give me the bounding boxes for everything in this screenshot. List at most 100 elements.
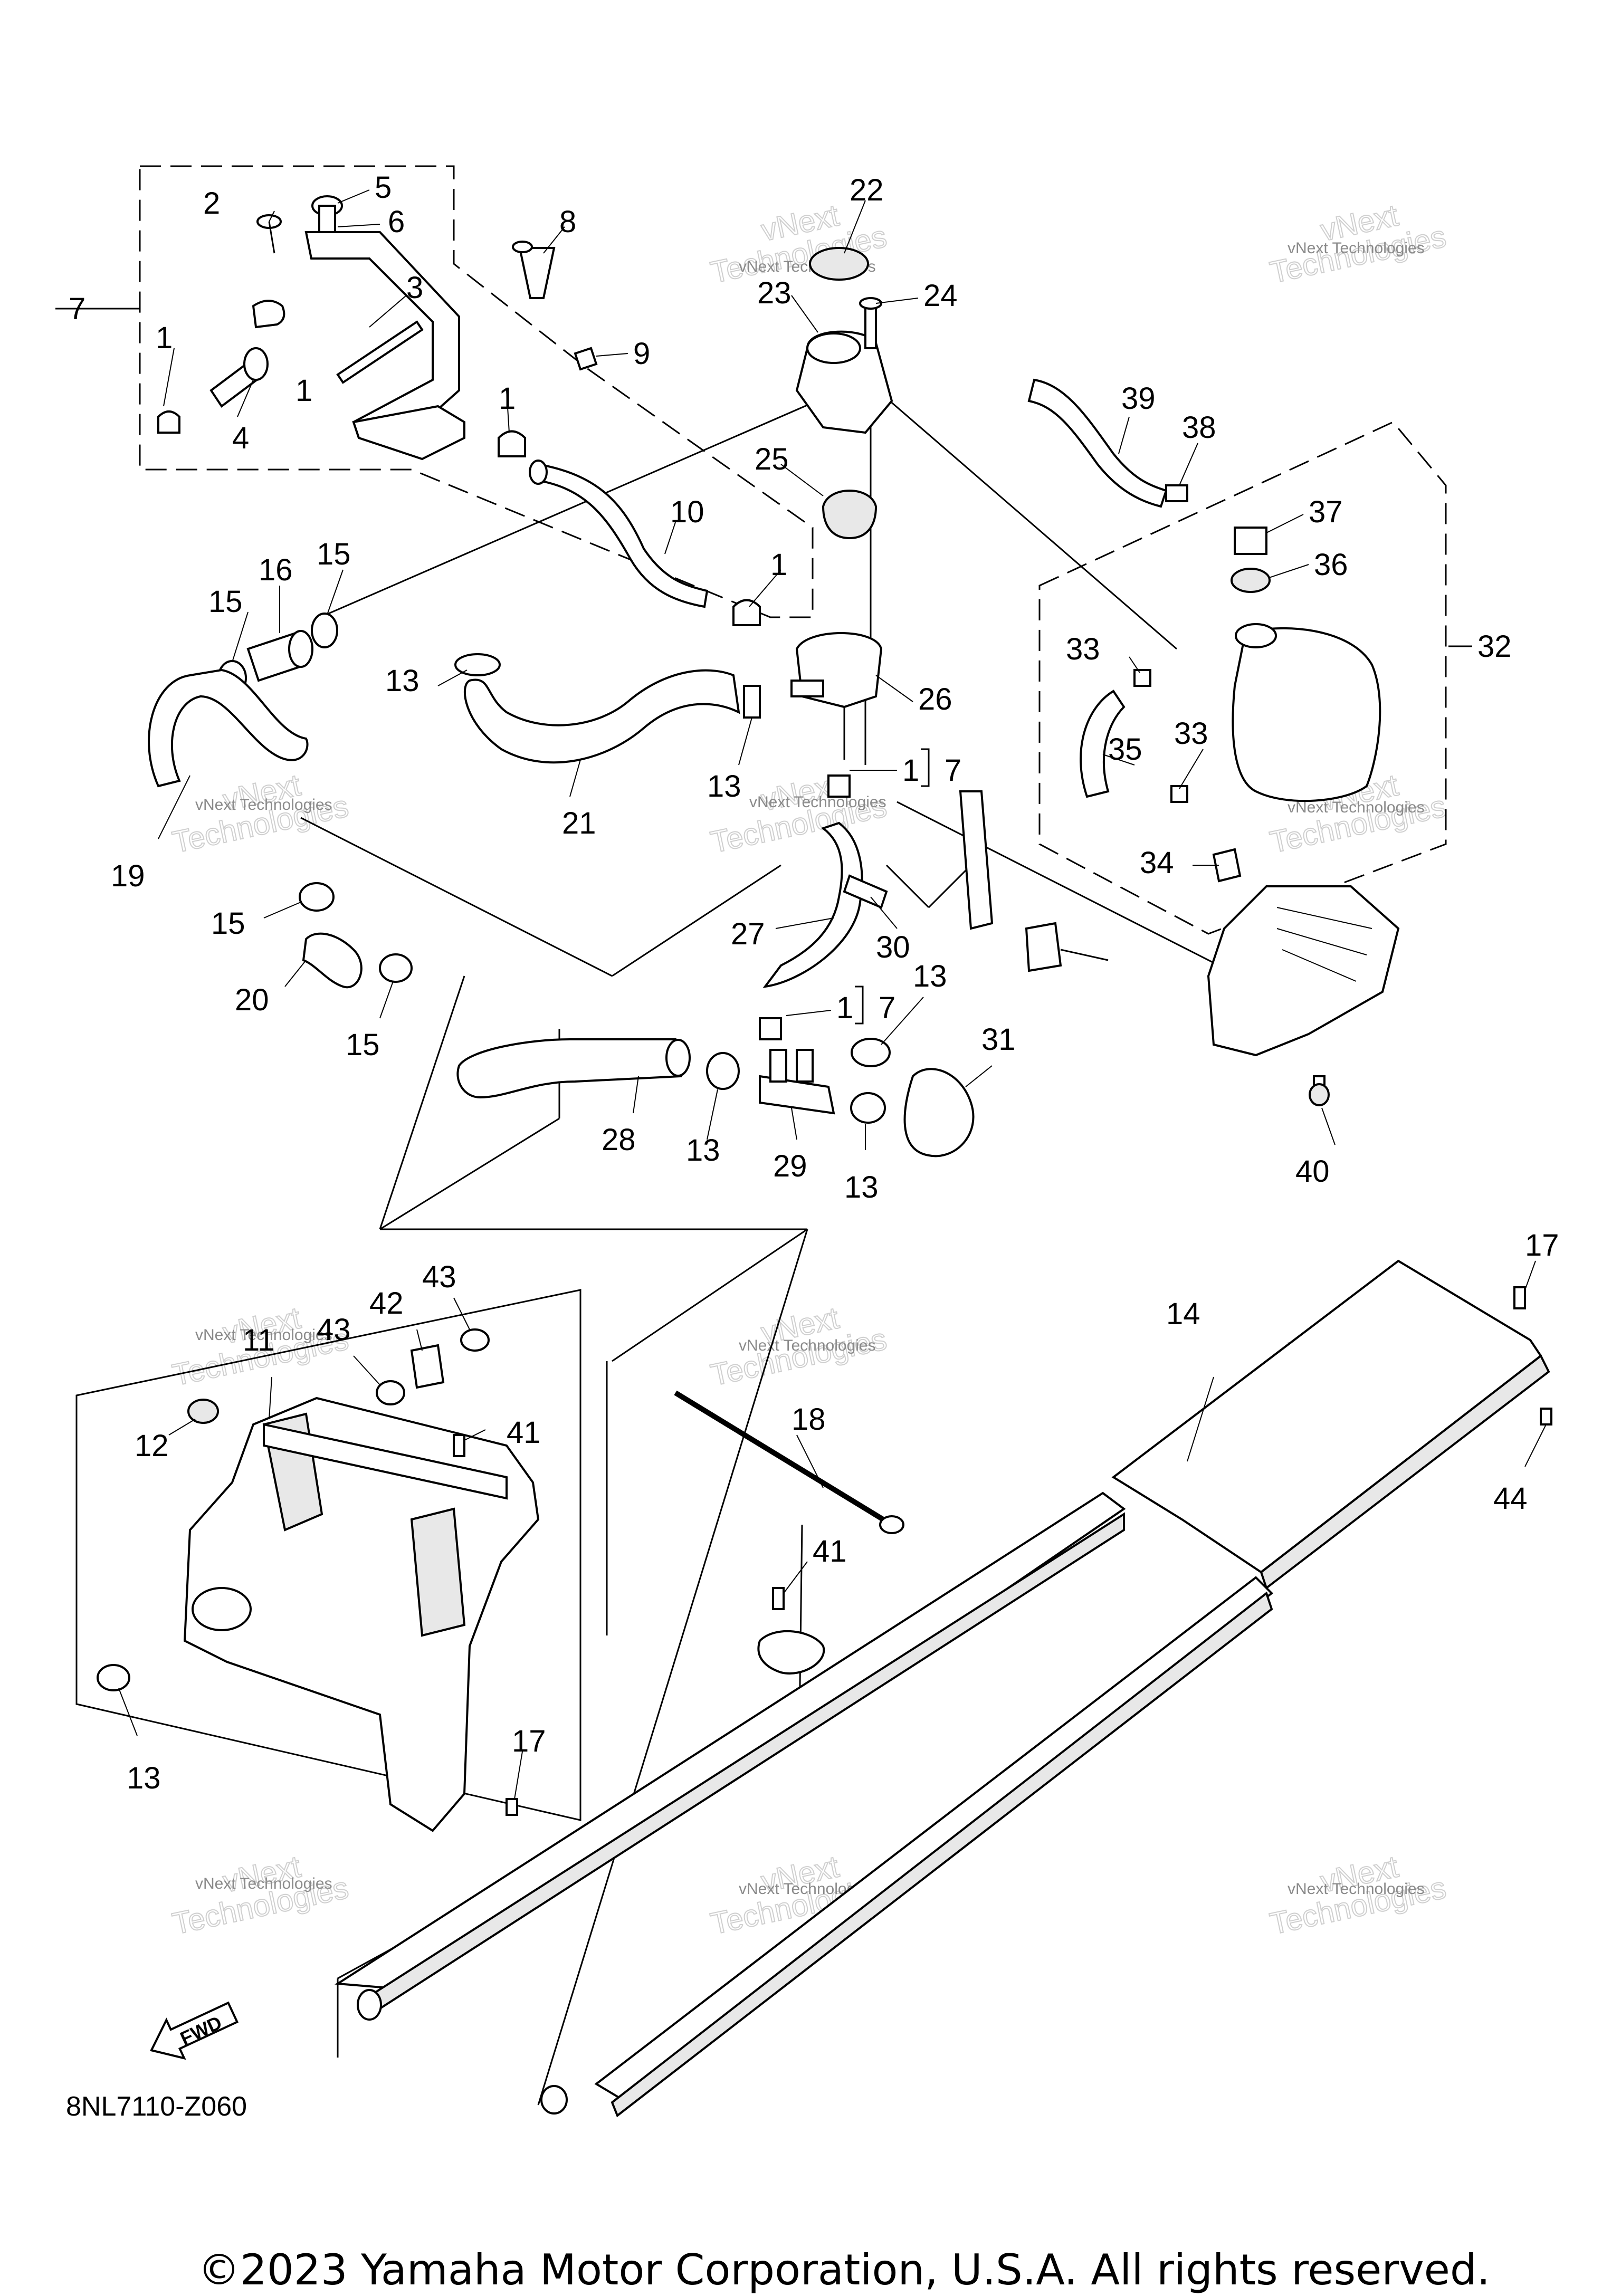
group-boxes [75,165,1447,1821]
part-9-nut [574,347,598,371]
part-18-rod [674,1390,893,1527]
callout-31: 31 [981,1022,1016,1057]
callout-21: 21 [562,806,596,840]
part-8-bolt [518,247,556,299]
callout-15: 15 [346,1028,380,1062]
part-11-radiator-upright [410,1507,466,1637]
copyright-notice: ©2023 Yamaha Motor Corporation, U.S.A. A… [198,2245,1490,2294]
callout-36: 36 [1314,548,1348,582]
part-10-hose-end [529,460,548,485]
callout-27: 27 [731,917,765,951]
callout-16: 16 [259,553,293,587]
part-27-hose [762,821,863,988]
callout-1: 1 [499,381,516,416]
fwd-arrow: FWD [150,2001,239,2060]
part-13-clamp [97,1664,130,1691]
part-25-thermostat [822,490,878,540]
part-23-neck [806,332,861,364]
group-box-32 [1038,421,1447,935]
callout-1: 1 [295,374,312,408]
part-1-clamp [498,430,526,457]
ref-group-ref: 7 [945,753,961,788]
part-16-hose-end [288,630,313,668]
callout-43: 43 [422,1260,456,1294]
part-bracket [1025,922,1062,972]
callout-44: 44 [1493,1481,1528,1516]
callout-28: 28 [602,1123,636,1157]
part-22-cap [809,247,869,281]
part-fender-guard [1207,885,1400,1057]
part-15-clamp [299,882,335,912]
callout-18: 18 [792,1402,826,1437]
part-29-joint [759,1075,835,1115]
part-15-clamp [379,953,413,983]
callout-24: 24 [923,279,958,313]
part-17-rivet [1513,1286,1526,1309]
callout-15: 15 [208,585,243,619]
watermark-text: vNext Technologies [195,1326,332,1344]
part-5-bolt-shank [318,205,336,233]
part-38-clamp [1165,484,1188,502]
part-cap-base [352,405,465,461]
part-13-clamp [706,1052,740,1090]
part-vertical-frame [959,790,994,930]
callout-35: 35 [1108,732,1142,767]
part-19-hose [148,668,309,788]
callout-leaders [118,189,1547,1800]
callouts: 1 1 1 1 2 3 4 5 6 7 8 9 10 11 12 13 13 1… [69,170,1559,1795]
callout-40: 40 [1295,1154,1330,1189]
part-33-clamp [1133,669,1151,687]
part-4-hose-end [243,347,269,381]
callout-8: 8 [559,205,576,239]
part-11-outlet [192,1587,252,1631]
leader-line [612,1228,808,1362]
watermark-text: vNext Technologies [749,793,886,811]
part-1-clamp [827,774,851,798]
group-box-11 [75,1289,581,1821]
callout-29: 29 [773,1149,807,1183]
callout-42: 42 [369,1286,404,1321]
diagram-code: 8NL7110-Z060 [66,2091,247,2122]
callout-5: 5 [375,170,392,205]
part-35-hose [1080,690,1126,798]
part-36-cap [1231,568,1271,593]
part-24-bolt-head [859,297,882,310]
callout-10: 10 [670,495,704,529]
part-8-bolt-head [512,241,533,253]
watermark-text: vNext Technologies [195,796,332,814]
part-11-radiator-frame [183,1396,540,1832]
callout-1: 1 [156,321,173,355]
part-14-outlet [357,1989,382,2021]
callout-20: 20 [235,983,269,1017]
part-3-gasket [336,320,424,384]
part-29-joint-stub [769,1049,787,1083]
callout-2: 2 [203,186,220,221]
part-13-clamp [743,685,761,719]
ref-group: 1 7 [786,986,895,1025]
callout-13: 13 [913,959,947,993]
callout-19: 19 [111,859,145,893]
part-33-clamp [1170,785,1188,803]
part-17-rivet [506,1798,518,1816]
part-34-bracket [1212,848,1242,883]
part-10-hose [534,463,709,608]
part-37-fitting [1234,527,1267,555]
callout-37: 37 [1309,495,1343,529]
part-42-hose [410,1344,445,1389]
callout-13: 13 [844,1170,879,1204]
part-20-hose [302,932,363,989]
callout-6: 6 [388,205,405,239]
part-28-hose [456,1038,682,1099]
callout-12: 12 [135,1429,169,1463]
part-14-heat-exchanger-lower [594,1576,1274,2101]
callout-17: 17 [512,1724,546,1758]
ref-group-num: 1 [902,753,919,788]
callout-17: 17 [1525,1228,1559,1262]
part-41-cover [757,1630,825,1675]
callout-14: 14 [1166,1297,1200,1331]
watermark-text: vNext Technologies [739,1337,876,1354]
watermark-text: vNext Technologies [1288,1880,1425,1898]
callout-13: 13 [686,1133,720,1168]
callout-15: 15 [211,906,245,941]
